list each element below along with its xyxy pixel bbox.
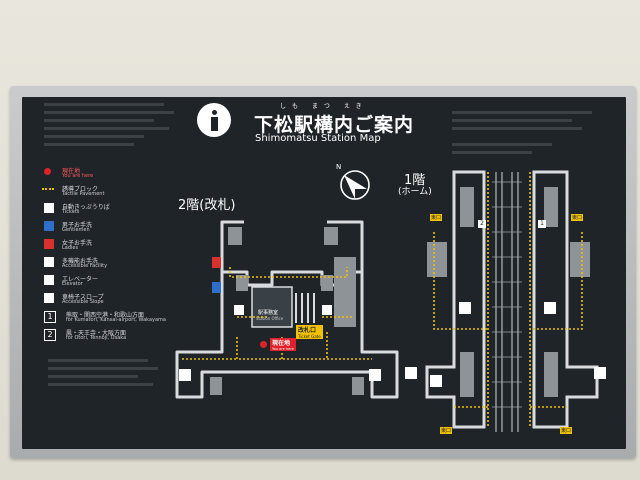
page-title: 下松駅構内ご案内 [254, 114, 415, 136]
legend-track1-jp: 熊取・関西空港・和歌山方面 [66, 312, 145, 319]
legend-women-en: Ladies [62, 245, 79, 251]
here-label-en: You are here [272, 347, 294, 351]
platform-number-2: 2 [478, 220, 486, 228]
elevator-icon [322, 305, 332, 315]
elevator-icon [179, 369, 191, 381]
tactile-pavement-icon [42, 188, 54, 190]
platform-number-1: 1 [538, 220, 546, 228]
elevator-icon [234, 305, 244, 315]
legend-track2-jp: 鳳・天王寺・大阪方面 [66, 330, 127, 337]
women-toilet-icon [212, 257, 221, 268]
info-icon [197, 103, 231, 137]
legend-here-en: You are here [62, 173, 94, 179]
elevator-icon [44, 275, 54, 285]
legend-slope-en: Accessible Slope [62, 299, 104, 305]
page-title-en: Shimomatsu Station Map [255, 133, 381, 144]
floor-1-label: 1階 [404, 173, 426, 188]
floor-2-label: 2階(改札) [178, 198, 236, 213]
here-label: 現在地 You are here [270, 338, 296, 351]
legend-men-jp: 男子お手洗 [62, 222, 93, 229]
wheelchair-slope-icon [44, 293, 54, 303]
legend-accessible-en: Accessible Facility [62, 263, 108, 269]
exit-badge: 東口 [440, 427, 453, 434]
exit-badge: 東口 [560, 427, 573, 434]
floor-2-plan [175, 220, 399, 399]
station-office-label-en: Station Office [256, 316, 284, 321]
elevator-icon [459, 302, 471, 314]
ticket-gate-label: 改札口 Ticket Gate [296, 325, 323, 339]
here-label-jp: 現在地 [272, 340, 291, 347]
legend-track2-en: for Otori, Tennōji, Ōsaka [66, 335, 127, 341]
elevator-icon [369, 369, 381, 381]
elevator-icon [544, 302, 556, 314]
station-map-board: しも まつ えき 下松駅構内ご案内 Shimomatsu Station Map… [22, 97, 626, 449]
legend-track1-en: for Kumatori, Kansai-airport, Wakayama [66, 317, 166, 323]
accessible-toilet-icon [44, 257, 54, 267]
legend-women-jp: 女子お手洗 [62, 240, 93, 247]
legend-men-en: Gentlemen [62, 227, 90, 233]
legend-tickets-jp: 自動きっぷうりば [62, 204, 110, 211]
north-arrow-icon [340, 170, 370, 200]
ticket-gate-jp: 改札口 [298, 327, 317, 334]
north-label: N [336, 163, 342, 171]
legend-here-jp: 現在地 [62, 168, 81, 175]
legend-tactile-en: Tactile Pavement [62, 191, 105, 197]
elevator-icon [594, 367, 606, 379]
wheelchair-slope-icon [430, 375, 442, 387]
track-2-badge: 2 [44, 329, 56, 341]
floor-1-sublabel: (ホーム) [398, 187, 432, 197]
exit-badge: 東口 [571, 214, 584, 221]
track-1-badge: 1 [44, 311, 56, 323]
legend-tickets-en: Tickets [62, 209, 80, 215]
here-marker [260, 341, 267, 348]
ticket-machine-icon [44, 203, 54, 213]
ticket-gate-en: Ticket Gate [298, 334, 321, 339]
braille-dots [44, 103, 592, 386]
men-toilet-icon [212, 282, 221, 293]
legend-elevator-jp: エレベーター [62, 276, 99, 283]
women-toilet-icon [44, 239, 54, 249]
men-toilet-icon [44, 221, 54, 231]
here-dot-icon [44, 168, 51, 175]
elevator-icon [405, 367, 417, 379]
station-office-room [251, 286, 293, 328]
legend-tactile-jp: 誘導ブロック [62, 186, 99, 193]
title-ruby: しも まつ えき [280, 103, 368, 110]
exit-badge: 東口 [430, 214, 443, 221]
station-office-label-jp: 駅事務室 [258, 310, 279, 316]
legend-elevator-en: Elevator [62, 281, 83, 287]
floor-1-plan [425, 170, 599, 432]
legend-accessible-jp: 多機能お手洗 [62, 258, 99, 265]
legend-slope-jp: 車椅子スロープ [62, 294, 104, 301]
